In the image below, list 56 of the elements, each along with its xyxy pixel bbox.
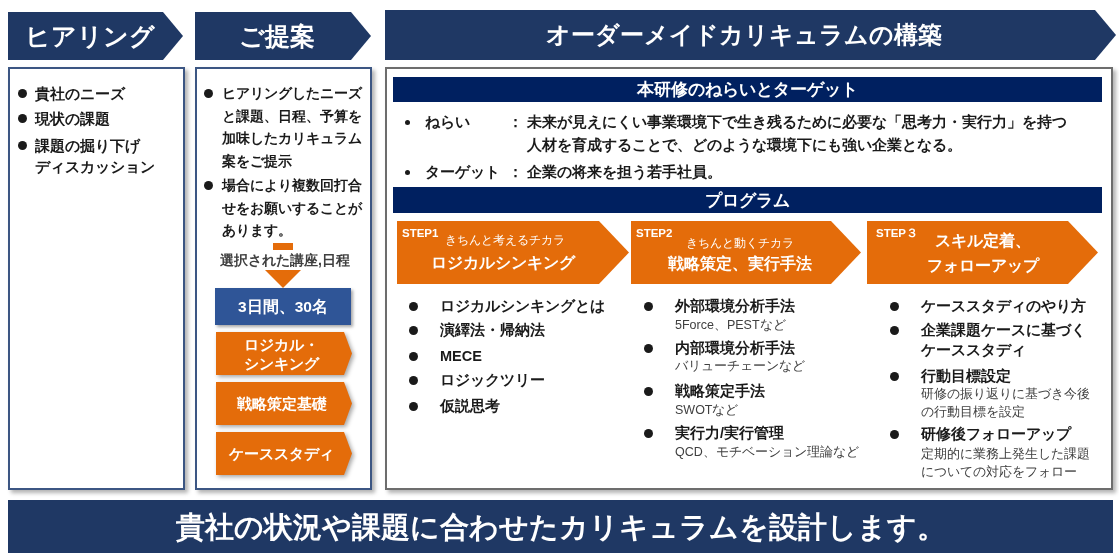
bullet-text: 内部環境分析手法: [675, 339, 795, 358]
bullet-text: ヒアリングしたニーズと課題、日程、予算を加味したカリキュラム案をご提示: [222, 84, 364, 171]
bullet-text: 貴社のニーズ: [35, 84, 125, 104]
course-banner: ケーススタディ: [216, 432, 352, 475]
step-number: STEP３: [876, 226, 919, 241]
bullet-text: 実行力/実行管理: [675, 424, 785, 443]
step-title: スキル定着、フォローアップ: [926, 231, 1040, 276]
bullet-text: MECE: [440, 347, 482, 366]
bullet-text: 外部環境分析手法: [675, 297, 795, 316]
header-banner: ヒアリング: [8, 12, 183, 60]
panel-box: [195, 67, 372, 490]
bullet-text: 演繹法・帰納法: [440, 321, 545, 340]
down-arrow: [265, 243, 301, 288]
bullet-text: 行動目標設定: [921, 367, 1011, 386]
bullet-text: 仮説思考: [440, 397, 500, 416]
description-text: 企業の将来を担う若手社員。: [527, 163, 722, 182]
note-text: 5Force、PESTなど: [675, 317, 786, 334]
step-number: STEP2: [636, 226, 673, 241]
term-label: ターゲット: [425, 163, 500, 182]
heading-band: 本研修のねらいとターゲット: [393, 77, 1102, 102]
footer-banner: 貴社の状況や課題に合わせたカリキュラムを設計します。: [8, 500, 1113, 553]
bullet-text: 戦略策定手法: [675, 382, 765, 401]
note-text: バリューチェーンなど: [675, 358, 805, 375]
bullet-text: ロジックツリー: [440, 371, 545, 390]
bullet-text: 研修後フォローアップ: [921, 425, 1071, 444]
colon-label: ：: [508, 163, 523, 182]
bullet-text: 現状の課題: [35, 109, 110, 129]
course-banner: ロジカル・シンキング: [216, 332, 352, 375]
panel-box: [8, 67, 185, 490]
colon-label: ：: [508, 113, 523, 132]
step-subtitle: きちんと動くチカラ: [686, 235, 794, 251]
note-text: 研修の振り返りに基づき今後の行動目標を設定: [921, 386, 1091, 421]
step-banner: [631, 221, 861, 284]
bullet-text: ロジカルシンキングとは: [440, 297, 605, 316]
step-number: STEP1: [402, 226, 439, 241]
header-banner: オーダーメイドカリキュラムの構築: [385, 10, 1116, 60]
note-text: 定期的に業務上発生した課題についての対応をフォロー: [921, 446, 1091, 481]
step-title: ロジカルシンキング: [431, 253, 575, 273]
header-banner: ご提案: [195, 12, 371, 60]
course-banner: 戦略策定基礎: [216, 382, 352, 425]
step-banner: [867, 221, 1098, 284]
panel-box: [385, 67, 1113, 490]
description-text: 未来が見えにくい事業環境下で生き残るために必要な「思考力・実行力」を持つ人材を育成することで、どのような環境下にも強い企業となる。: [527, 113, 1068, 155]
info-box: 3日間、30名: [215, 288, 351, 325]
step-subtitle: きちんと考えるチカラ: [445, 232, 565, 248]
bullet-text: 企業課題ケースに基づくケーススタディ: [921, 321, 1087, 360]
bullet-text: ケーススタディのやり方: [921, 297, 1086, 316]
term-label: ねらい: [425, 113, 470, 132]
note-text: SWOTなど: [675, 402, 739, 419]
bullet-text: 場合により複数回打合せをお願いすることがあります。: [222, 176, 364, 240]
step-banner: [397, 221, 629, 284]
bullet-text: 課題の掘り下げディスカッション: [35, 136, 156, 177]
edge-label: 選択された講座,日程: [218, 250, 352, 270]
heading-band: プログラム: [393, 187, 1102, 213]
note-text: QCD、モチベーション理論など: [675, 444, 859, 461]
step-title: 戦略策定、実行手法: [668, 254, 812, 274]
